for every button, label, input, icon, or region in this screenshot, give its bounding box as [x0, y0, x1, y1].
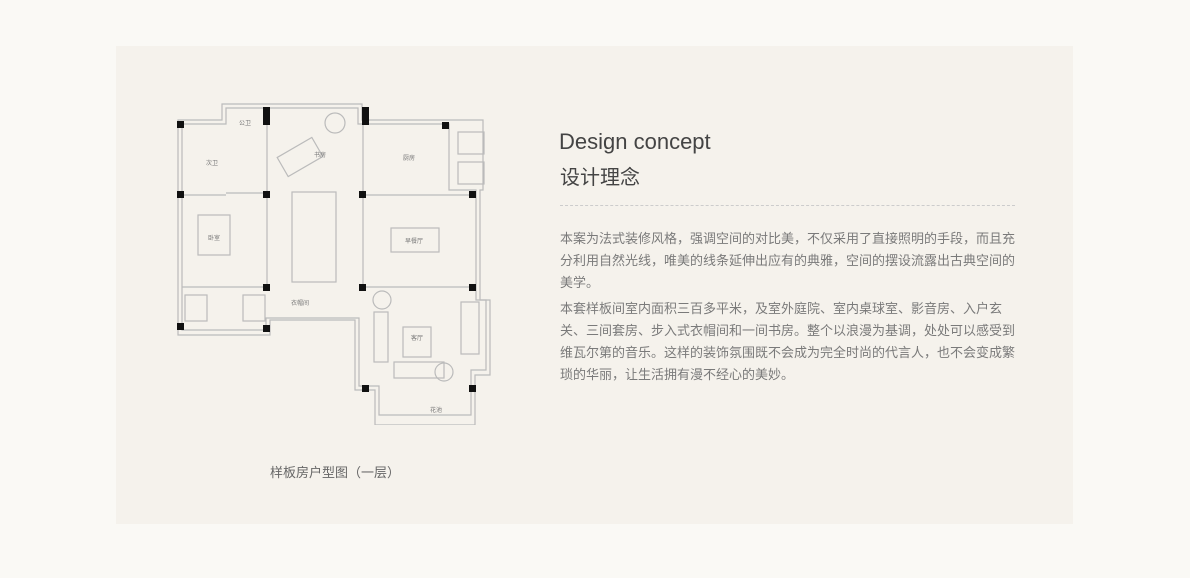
floor-plan-image: 卧室 次卫 公卫 书房 厨房 早餐厅 客厅 衣帽间 花池	[177, 103, 491, 425]
room-label: 次卫	[206, 159, 218, 167]
concept-paragraph-1: 本案为法式装修风格，强调空间的对比美，不仅采用了直接照明的手段，而且充分利用自然…	[560, 232, 1016, 291]
room-label: 书房	[314, 151, 326, 159]
room-label: 卧室	[208, 234, 220, 242]
room-label: 花池	[430, 406, 442, 414]
room-label: 公卫	[239, 120, 251, 127]
dashed-divider	[560, 205, 1015, 206]
room-label: 客厅	[411, 334, 423, 342]
content-panel	[116, 46, 1073, 524]
room-label: 早餐厅	[405, 237, 423, 245]
room-label: 厨房	[403, 154, 415, 162]
floor-plan-caption: 样板房户型图（一层）	[269, 466, 400, 481]
room-label: 衣帽间	[291, 299, 309, 307]
section-title-chinese: 设计理念	[560, 165, 640, 189]
section-title-english: Design concept	[559, 129, 711, 154]
concept-paragraph-2: 本套样板间室内面积三百多平米，及室外庭院、室内桌球室、影音房、入户玄关、三间套房…	[560, 302, 1016, 383]
